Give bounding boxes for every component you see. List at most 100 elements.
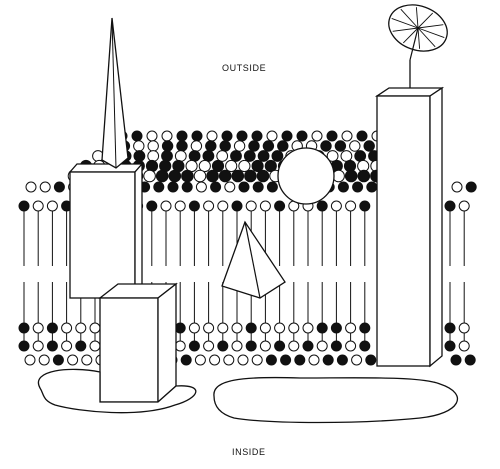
lipid-head [345,322,357,334]
lipid-head [146,200,158,212]
lipid-head [18,322,30,334]
lipid-head [354,150,367,162]
antenna-rib [417,24,444,29]
lipid-head [225,159,238,173]
lipid-head [230,150,242,162]
lipid-head [133,150,146,162]
lipid-head [359,322,371,334]
lipid-head [61,340,73,352]
lipid-head [259,200,271,212]
lipid-head [274,322,286,334]
lipid-head [52,354,64,366]
spire-edge [111,17,117,169]
antenna-rib [392,27,419,32]
lipid-head [356,130,368,142]
lipid-head [444,200,456,212]
outside-label: OUTSIDE [222,63,267,73]
spire-protein [101,17,129,169]
lipid-head [351,354,363,366]
lipid-head [326,150,339,162]
lipid-head [308,354,320,366]
lipid-head [340,150,353,162]
lipid-head [334,140,347,152]
lipid-head [345,340,357,352]
lipid-head [349,140,361,152]
antenna-rib [417,27,445,39]
lipid-head [344,169,358,183]
lipid-head [174,150,187,162]
lipid-head [311,130,323,142]
lipid-head [32,200,44,212]
lipid-head [217,340,229,352]
lipid-head [450,354,462,366]
lipid-head [217,322,229,334]
lipid-head [265,354,277,366]
lipid-head [190,140,203,152]
lipid-head [39,181,51,193]
lipid-head [188,340,200,352]
lipid-head [160,200,172,212]
lipid-head [252,181,264,193]
lipid-head [155,169,169,183]
lipid-head [161,150,173,162]
lipid-head [444,340,456,352]
lipid-head [458,200,470,212]
lipid-head [251,354,263,366]
lipid-head [281,130,293,142]
lipid-head [451,181,463,193]
lipid-head [161,140,174,152]
lipid-head [24,354,36,366]
lipid-head [32,322,44,334]
lipid-head [365,354,377,366]
spire-base-front [69,171,136,299]
lipid-head [216,150,229,162]
lipid-head [188,200,200,212]
lipid-head [202,150,215,162]
lipid-head [248,140,260,152]
lipid-head [217,200,229,212]
antenna-rib [417,27,436,48]
lipid-head [181,181,193,193]
lipid-head [143,169,156,183]
lipid-head [337,181,349,193]
lipid-head [206,130,218,142]
antenna-rib [391,17,419,29]
lipid-head [363,140,375,152]
lipid-head [359,200,371,212]
lipid-head [352,181,364,193]
inner-surface-oval [213,376,459,424]
lipid-head [18,340,30,352]
lipid-head [366,181,378,193]
lipid-head [294,354,306,366]
lipid-head [244,169,257,183]
lipid-head [206,169,219,183]
lipid-head [259,340,271,352]
lipid-head [251,159,264,173]
lipid-head [198,159,211,173]
lipid-head [251,130,263,142]
lipid-head [147,140,159,152]
antenna-neck [409,27,419,61]
pyramid-edge [244,221,261,299]
lipid-head [316,340,328,352]
lipid-head [245,340,257,352]
lipid-head [231,200,243,212]
inside-label: INSIDE [232,447,266,457]
spire-base-side [134,162,143,300]
lipid-head [271,150,284,162]
column-side [429,86,443,368]
column-front [376,95,431,367]
lipid-head [205,140,217,152]
lipid-head [193,169,207,183]
lipid-head [322,354,334,366]
lipid-head [167,181,179,193]
lipid-head [357,169,371,183]
lipid-head [146,130,158,142]
lipid-head [174,322,186,334]
lipid-head [444,322,456,334]
lipid-head [277,140,289,152]
lipid-head [341,130,353,142]
lipid-head [188,150,201,162]
lipid-head [81,354,93,366]
lipid-head [231,340,243,352]
